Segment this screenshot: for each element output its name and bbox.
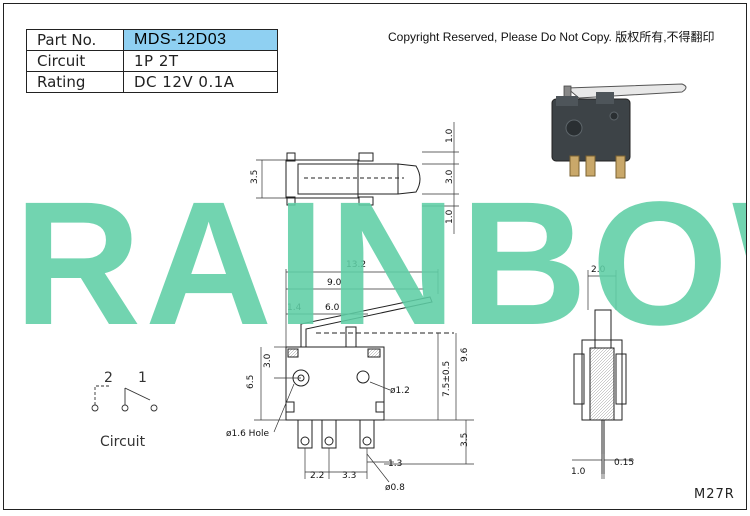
circuit-pin-1: 1 bbox=[138, 370, 147, 386]
circuit-pin-2: 2 bbox=[104, 370, 113, 386]
dim-1-0-top: 1.0 bbox=[445, 128, 455, 143]
dim-dia-1-6-hole: ø1.6 Hole bbox=[226, 429, 269, 439]
dim-3-0-top: 3.0 bbox=[445, 169, 455, 184]
side-view bbox=[573, 309, 627, 474]
dim-3-3: 3.3 bbox=[342, 471, 356, 481]
dim-0-15: 0.15 bbox=[614, 458, 634, 468]
spec-key: Rating bbox=[26, 71, 124, 93]
side-view-dimension-lines bbox=[572, 270, 634, 479]
spec-value-part-no: MDS-12D03 bbox=[123, 29, 278, 51]
dim-6-5: 6.5 bbox=[246, 375, 256, 389]
drawing-sheet: Part No. MDS-12D03 Circuit 1P 2T Rating … bbox=[3, 3, 747, 510]
top-view-dimension-lines bbox=[256, 122, 459, 234]
dim-3-5-top: 3.5 bbox=[250, 170, 260, 184]
spec-key: Part No. bbox=[26, 29, 124, 51]
dim-1-0-mid: 1.0 bbox=[445, 209, 455, 224]
spec-value-rating: DC 12V 0.1A bbox=[123, 71, 278, 93]
dim-2-0: 2.0 bbox=[591, 265, 606, 275]
spec-row-rating: Rating DC 12V 0.1A bbox=[26, 71, 278, 93]
dim-1-3: 1.3 bbox=[388, 459, 402, 469]
switch-photo bbox=[551, 83, 687, 179]
front-view-dimension-lines bbox=[254, 269, 474, 483]
dim-dia-1-2: ø1.2 bbox=[390, 386, 410, 396]
dim-3-5-pins: 3.5 bbox=[460, 433, 470, 447]
dim-13-2: 13.2 bbox=[346, 260, 366, 270]
copyright-notice: Copyright Reserved, Please Do Not Copy. … bbox=[388, 30, 715, 44]
top-view bbox=[285, 152, 421, 206]
dim-6-0: 6.0 bbox=[325, 303, 340, 313]
dim-9-6: 9.6 bbox=[460, 347, 470, 362]
dim-3-0-side: 3.0 bbox=[263, 353, 273, 368]
dim-dia-0-8: ø0.8 bbox=[385, 483, 405, 493]
dim-1-4: 1.4 bbox=[287, 303, 302, 313]
front-view bbox=[285, 296, 454, 449]
spec-table: Part No. MDS-12D03 Circuit 1P 2T Rating … bbox=[26, 29, 278, 93]
dim-7-5: 7.5±0.5 bbox=[442, 361, 452, 397]
model-code: M27R bbox=[694, 487, 735, 502]
circuit-symbol bbox=[91, 385, 158, 412]
circuit-label: Circuit bbox=[100, 434, 146, 450]
dim-9-0: 9.0 bbox=[327, 278, 342, 288]
technical-drawing: 2 1 Circuit 1.0 3.0 1.0 3.5 13.2 9.0 1.4… bbox=[91, 83, 735, 502]
dim-2-2: 2.2 bbox=[310, 471, 324, 481]
spec-row-part-no: Part No. MDS-12D03 bbox=[26, 29, 278, 51]
dim-1-0-end: 1.0 bbox=[571, 467, 586, 477]
spec-key: Circuit bbox=[26, 50, 124, 72]
